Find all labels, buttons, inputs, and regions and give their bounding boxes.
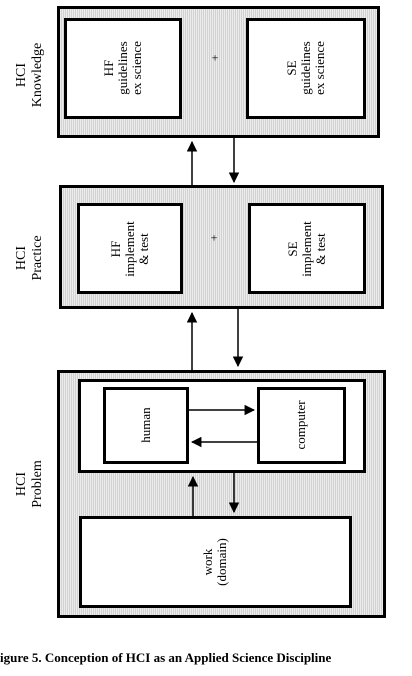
work-domain-box	[79, 516, 352, 608]
practice-se-box	[248, 203, 366, 294]
practice-hf-box	[77, 203, 183, 294]
knowledge-hf-box	[64, 18, 182, 119]
human-box	[103, 387, 189, 464]
knowledge-plus: +	[211, 50, 219, 65]
knowledge-se-box	[246, 18, 366, 119]
figure-caption: igure 5. Conception of HCI as an Applied…	[0, 650, 332, 665]
practice-plus: +	[210, 230, 218, 245]
computer-box	[257, 387, 346, 464]
